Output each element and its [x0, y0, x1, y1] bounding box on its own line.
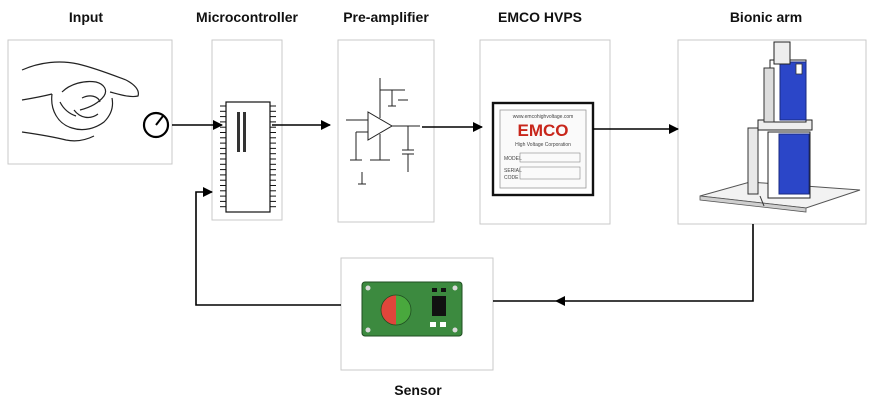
microcontroller-label: Microcontroller [196, 9, 298, 25]
input-label: Input [69, 9, 104, 25]
hvps-field-model: MODEL [504, 156, 522, 162]
hand-icon [21, 61, 139, 142]
signal-flow-connectors [172, 120, 754, 306]
bionic-arm-label: Bionic arm [730, 9, 802, 25]
hvps-brand: EMCO [518, 121, 569, 140]
hvps-tagline: High Voltage Corporation [515, 142, 571, 148]
hvps-box-icon: www.emcohighvoltage.com EMCO High Voltag… [491, 101, 595, 197]
input-panel [7, 39, 173, 165]
sensor-label: Sensor [394, 382, 442, 398]
knob-icon [142, 111, 170, 139]
hvps-panel: www.emcohighvoltage.com EMCO High Voltag… [479, 39, 611, 225]
hvps-url: www.emcohighvoltage.com [513, 114, 574, 120]
arrow-sensor-to-mcu [195, 187, 341, 306]
hvps-label: EMCO HVPS [498, 9, 582, 25]
microcontroller-panel [211, 39, 283, 221]
arrow-arm-to-sensor [555, 224, 754, 306]
chip-icon [220, 101, 276, 213]
opamp-schematic-icon [346, 78, 420, 185]
preamplifier-panel [337, 39, 435, 223]
hvps-field-code: CODE [504, 175, 519, 181]
arm-icon [699, 41, 861, 213]
preamplifier-label: Pre-amplifier [343, 9, 429, 25]
sensor-board-icon [361, 281, 463, 337]
bionic-arm-panel [677, 39, 867, 225]
hvps-field-serial: SERIAL [504, 168, 522, 174]
sensor-panel [340, 257, 494, 371]
